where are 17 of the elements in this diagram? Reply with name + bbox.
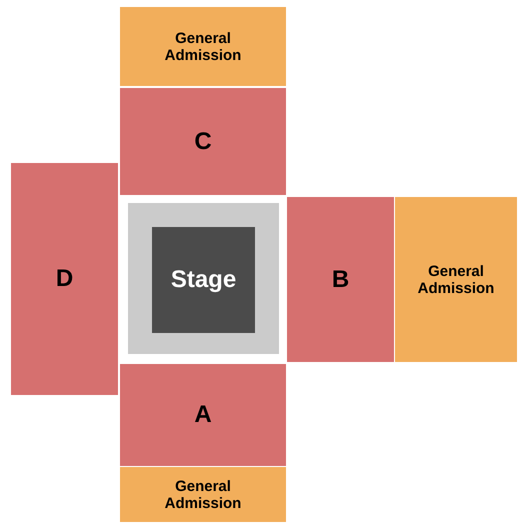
seating-section <box>120 88 286 195</box>
seating-section <box>287 197 394 362</box>
section-label: General Admission <box>164 30 242 64</box>
seating-section <box>395 197 517 362</box>
section-label: General Admission <box>416 262 496 296</box>
section-label: C <box>194 128 212 156</box>
seating-section <box>120 364 286 466</box>
section-label: Stage <box>170 266 236 294</box>
seating-section <box>120 467 286 522</box>
section-label: B <box>332 266 350 294</box>
section-label: A <box>194 401 212 429</box>
seating-section <box>11 163 118 395</box>
section-label: General Admission <box>164 478 242 512</box>
seating-section <box>120 7 286 86</box>
stage-surround <box>128 203 279 354</box>
stage-platform <box>152 227 255 333</box>
section-label: D <box>56 265 74 293</box>
